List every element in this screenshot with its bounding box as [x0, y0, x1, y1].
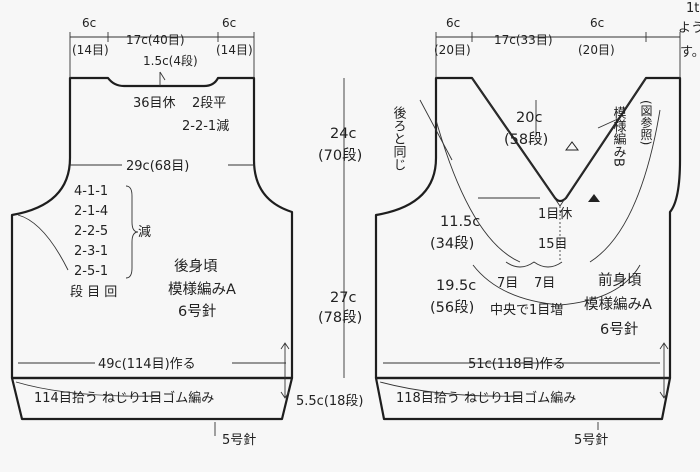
filled-triangle-marker [588, 194, 600, 202]
front-center-brace [505, 261, 563, 268]
back-height-arrow-head-top [280, 342, 290, 350]
back-armhole-decrease-label: 減 [138, 224, 151, 240]
back-armhole-row-4: 2-3-1 [74, 244, 108, 259]
open-triangle-marker [565, 141, 579, 151]
front-pattern-b: 模様編みB [611, 106, 627, 167]
front-hold: 1目休 [538, 207, 572, 222]
front-cast-on: 51c(118目)作る [468, 357, 566, 372]
front-fifteen: 15目 [538, 237, 568, 252]
back-neck-bindoff: 36目休 [133, 96, 176, 111]
front-top-right-width: 6c [590, 16, 604, 30]
front-lower-rows: (56段) [430, 299, 474, 316]
back-armhole-row-3: 2-2-5 [74, 224, 108, 239]
back-armhole-row-5: 2-5-1 [74, 264, 108, 279]
front-title: 前身頃 [598, 272, 642, 289]
back-rib-curve [15, 381, 161, 397]
front-height-arrow-head-bottom [659, 391, 669, 399]
front-pattern-curve-right [589, 109, 661, 263]
back-armhole-row-1: 4-1-1 [74, 184, 108, 199]
front-diamond-right [559, 264, 641, 306]
rib-height: 5.5c(18段) [296, 394, 364, 409]
back-cast-on: 49c(114目)作る [98, 357, 196, 372]
front-height-arrow-head-top [659, 342, 669, 350]
front-v-inner-right [559, 77, 647, 207]
back-armhole-row-2: 2-1-4 [74, 204, 108, 219]
front-section-width: 11.5c [440, 214, 480, 230]
front-top-right-stitches: (20目) [578, 43, 615, 57]
back-pattern: 模様編みA [168, 281, 236, 298]
back-armhole-guide [17, 214, 69, 271]
back-neck-arrow [159, 71, 166, 81]
edge-text-line3: す。 [680, 45, 700, 60]
back-top-left-width: 6c [82, 16, 96, 30]
front-pattern-curve-left [435, 119, 521, 263]
back-title: 後身頃 [174, 258, 218, 275]
back-ribbing: 114目拾う ねじり1目ゴム編み [34, 390, 214, 406]
armhole-height: 24c [330, 126, 356, 142]
back-armhole-bracket [125, 185, 139, 279]
edge-text-line2: よう [678, 21, 700, 36]
front-same-guide [419, 99, 453, 161]
front-pattern-b-ref: (図参照) [639, 100, 653, 145]
front-needle: 6号針 [600, 321, 638, 338]
front-v-depth: 20c [516, 110, 542, 126]
back-chest-width: 29c(68目) [126, 159, 189, 174]
back-ribbing [10, 376, 294, 421]
front-section-rows: (34段) [430, 235, 474, 252]
front-ribbing: 118目拾う ねじり1目ゴム編み [396, 390, 576, 406]
front-same-as-back: 後ろと同じ [391, 106, 407, 171]
front-rib-needle: 5号針 [574, 433, 608, 448]
back-top-right-width: 6c [222, 16, 236, 30]
front-center-increase: 中央で1目増 [490, 303, 563, 318]
front-seven-right: 7目 [534, 276, 555, 291]
back-rib-needle: 5号針 [222, 433, 256, 448]
front-v-rows: (58段) [504, 131, 548, 148]
back-neck-flat: 2段平 [192, 96, 226, 111]
back-top-right-stitches: (14目) [216, 43, 253, 57]
front-rib-curve [379, 381, 521, 397]
front-ribbing [374, 376, 672, 421]
back-neck-depth: 1.5c(4段) [143, 53, 198, 68]
front-diamond-left [472, 264, 561, 306]
edge-text-line1: 1t [686, 1, 699, 16]
back-legend: 段 目 回 [70, 285, 117, 300]
back-top-center: 17c(40目) [126, 33, 185, 47]
armhole-rows: (70段) [318, 147, 362, 164]
back-outline [10, 76, 294, 380]
body-height: 27c [330, 290, 356, 306]
back-height-arrow-head-bottom [280, 391, 290, 399]
back-neck-decrease: 2-2-1減 [182, 118, 229, 134]
front-v-inner-left [471, 77, 561, 207]
front-seven-left: 7目 [497, 276, 518, 291]
front-lower-width: 19.5c [436, 278, 476, 294]
back-top-left-stitches: (14目) [72, 43, 109, 57]
body-rows: (78段) [318, 309, 362, 326]
front-top-left-width: 6c [446, 16, 460, 30]
front-pattern: 模様編みA [584, 296, 652, 313]
back-needle: 6号針 [178, 303, 216, 320]
front-top-center: 17c(33目) [494, 33, 553, 47]
front-pattern-b-guide [597, 117, 621, 129]
front-top-left-stitches: (20目) [434, 43, 471, 57]
front-outline [374, 76, 682, 380]
